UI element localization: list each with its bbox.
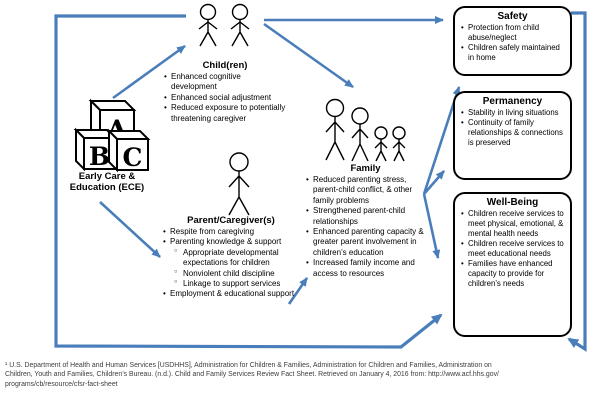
bullet-item: Continuity of family relationships & con… (460, 118, 565, 148)
parent-title: Parent/Caregiver(s) (187, 215, 275, 226)
bullet-item: Children receive services to meet educat… (460, 239, 565, 259)
bullet-item: Children safely maintained in home (460, 43, 565, 63)
family-bullet-list: Reduced parenting stress, parent-child c… (305, 175, 426, 279)
bullet-item: Strengthened parent-child relationships (305, 206, 426, 227)
loop-left-bottom-arrow (54, 14, 443, 349)
block-letter-c: C (123, 143, 143, 172)
abc-block-c: C (106, 128, 151, 173)
bullet-item: Enhanced cognitive development (163, 72, 287, 93)
permanency-title: Permanency (482, 96, 543, 107)
arrow-family-to-wellbeing (422, 193, 441, 259)
children-figures-icon (198, 3, 250, 47)
parent-bullet-list: Respite from caregivingParenting knowled… (162, 227, 300, 300)
family-figures-icon (325, 98, 406, 162)
arrow-ece-to-parent (99, 201, 161, 258)
family-group: Family Reduced parenting stress, parent-… (305, 163, 426, 279)
parent-group: Parent/Caregiver(s) Respite from caregiv… (162, 215, 300, 300)
parent-figure-icon (228, 152, 250, 216)
sub-bullet-item: Linkage to support services (170, 279, 300, 289)
sub-bullet-item: Nonviolent child discipline (170, 269, 300, 279)
arrow-family-to-permanency (423, 170, 445, 195)
ece-label: Early Care & Education (ECE) (69, 171, 145, 194)
arrow-child-to-family (263, 22, 354, 89)
abc-blocks-icon: A B C (73, 98, 151, 173)
bullet-item: Stability in living situations (460, 108, 565, 118)
wellbeing-title: Well-Being (486, 197, 539, 208)
loop-right-arrow (567, 11, 587, 352)
safety-bullet-list: Protection from child abuse/neglectChild… (460, 23, 565, 63)
bullet-item: Protection from child abuse/neglect (460, 23, 565, 43)
bullet-item: Enhanced social adjustment (163, 93, 287, 104)
bullet-item: Enhanced parenting capacity & greater pa… (305, 227, 426, 258)
wellbeing-bullet-list: Children receive services to meet physic… (460, 209, 565, 289)
safety-title: Safety (497, 11, 528, 22)
sub-bullet-item: Appropriate developmental expectations f… (170, 248, 300, 269)
bullet-item: Children receive services to meet physic… (460, 209, 565, 239)
bullet-item: Reduced parenting stress, parent-child c… (305, 175, 426, 206)
block-letter-b: B (89, 142, 110, 171)
child-title: Child(ren) (202, 60, 248, 71)
permanency-bullet-list: Stability in living situationsContinuity… (460, 108, 565, 148)
child-group: Child(ren) Enhanced cognitive developmen… (163, 60, 287, 124)
permanency-outcome-box: Permanency Stability in living situation… (453, 91, 572, 180)
sub-bullet-list: Appropriate developmental expectations f… (170, 248, 300, 290)
wellbeing-outcome-box: Well-Being Children receive services to … (453, 192, 572, 337)
bullet-item: Parenting knowledge & supportAppropriate… (162, 237, 300, 289)
family-title: Family (350, 163, 381, 174)
abc-block-b: B (73, 127, 118, 172)
bullet-item: Employment & educational support (162, 289, 300, 300)
safety-outcome-box: Safety Protection from child abuse/negle… (453, 6, 572, 76)
bullet-item: Families have enhanced capacity to provi… (460, 259, 565, 289)
bullet-item: Reduced exposure to potentially threaten… (163, 103, 287, 124)
citation-footnote: ¹ U.S. Department of Health and Human Se… (5, 362, 499, 388)
bullet-item: Respite from caregiving (162, 227, 300, 238)
bullet-item: Increased family income and access to re… (305, 258, 426, 279)
arrow-ece-to-child (112, 44, 186, 100)
child-bullet-list: Enhanced cognitive developmentEnhanced s… (163, 72, 287, 124)
